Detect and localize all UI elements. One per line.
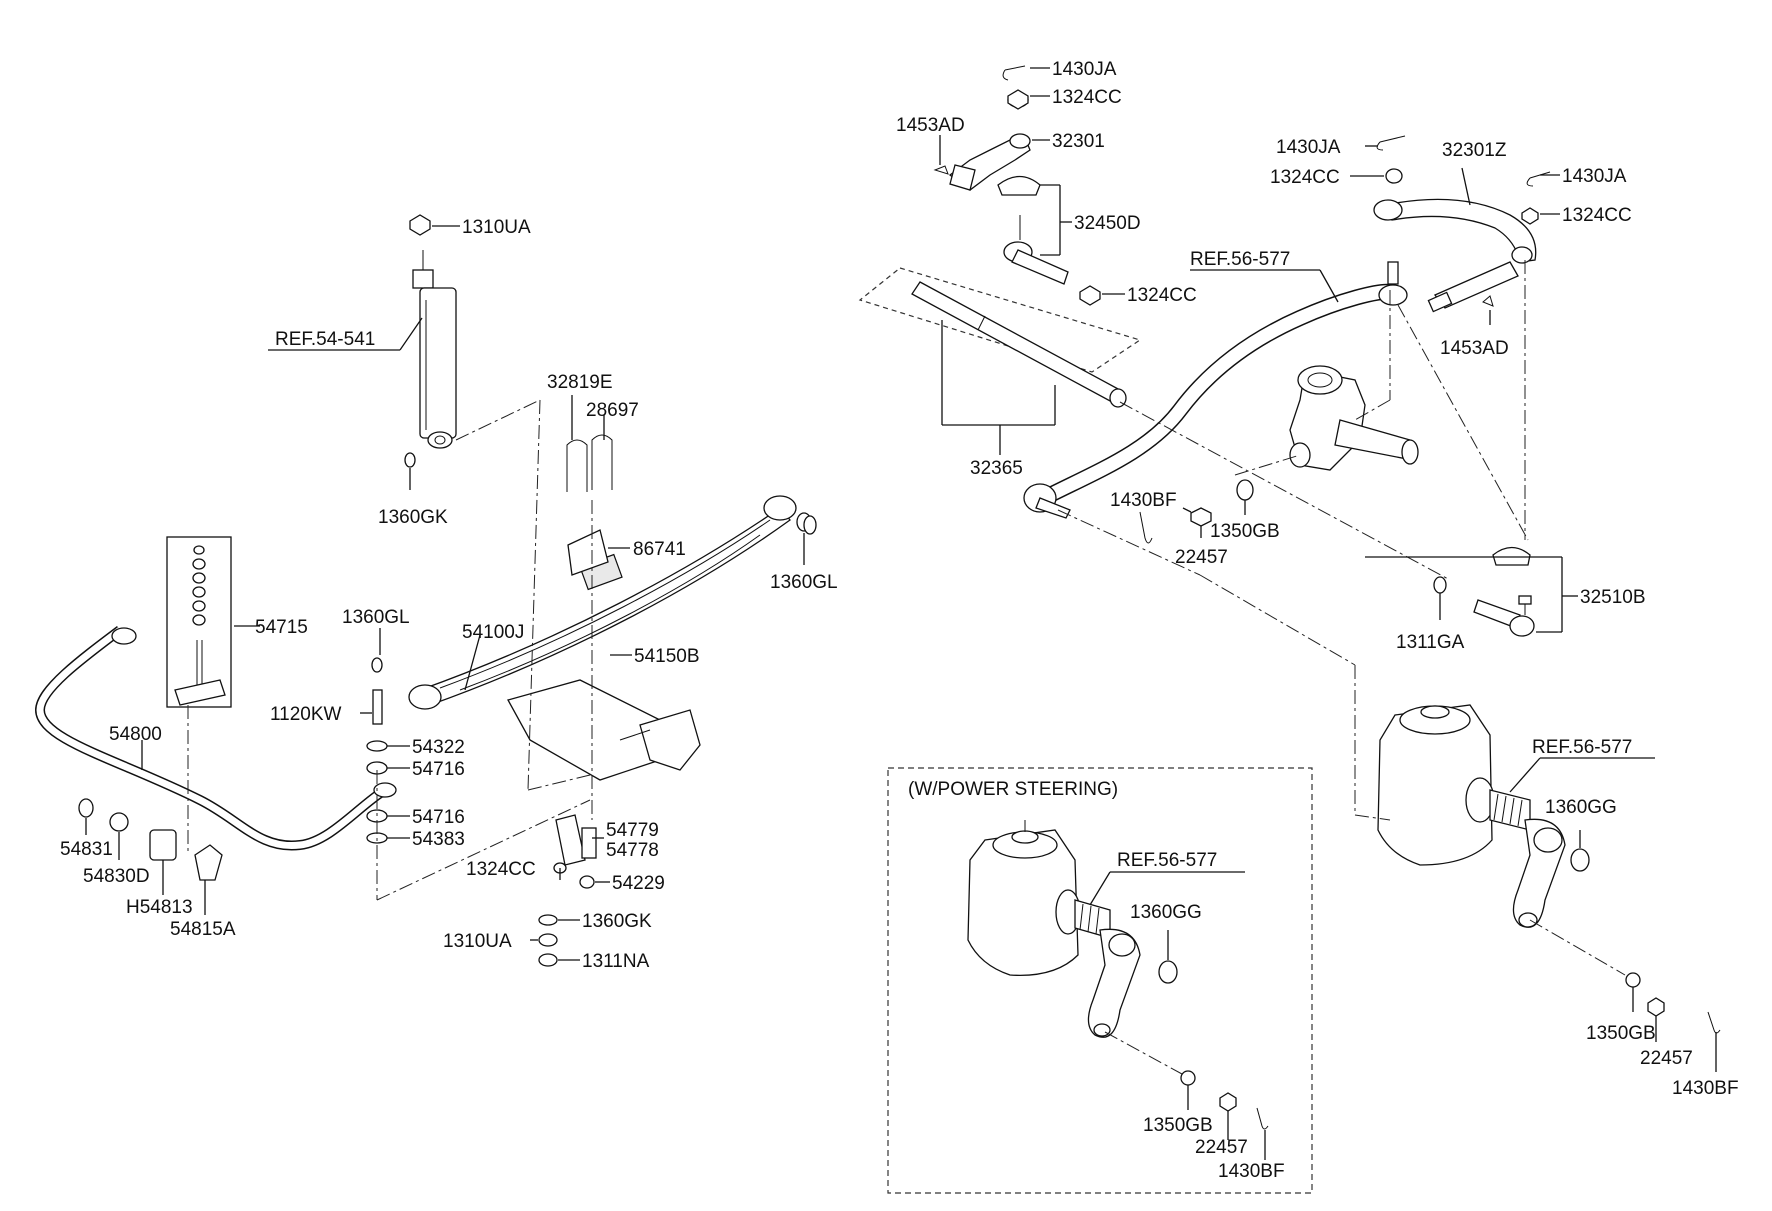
label-1350GB: 1350GB [1586, 1023, 1656, 1044]
label-1350GB: 1350GB [1143, 1115, 1213, 1136]
label-32301Z: 32301Z [1442, 140, 1507, 161]
label-1350GB: 1350GB [1210, 521, 1280, 542]
label-32510B: 32510B [1580, 587, 1646, 608]
shock-absorber [404, 214, 457, 468]
stabilizer-bar [34, 626, 397, 851]
label-54778: 54778 [606, 840, 659, 861]
label-1324CC: 1324CC [466, 859, 536, 880]
label-54779: 54779 [606, 820, 659, 841]
label-54715: 54715 [255, 617, 308, 638]
label-1311NA: 1311NA [582, 951, 650, 972]
label-1360GG: 1360GG [1130, 902, 1202, 923]
leader-lines [85, 67, 1717, 1160]
label-1360GL: 1360GL [770, 572, 838, 593]
label-22457: 22457 [1640, 1048, 1693, 1069]
part-labels: 1310UA REF.54-541 1360GK 32819E 28697 86… [60, 59, 1739, 1182]
label-32819E: 32819E [547, 372, 613, 393]
label-ref-56-577: REF.56-577 [1117, 850, 1217, 871]
u-bolts [566, 434, 613, 492]
label-22457: 22457 [1195, 1137, 1248, 1158]
label-1324CC: 1324CC [1270, 167, 1340, 188]
label-28697: 28697 [586, 400, 639, 421]
label-22457: 22457 [1175, 547, 1228, 568]
label-54229: 54229 [612, 873, 665, 894]
label-54150B: 54150B [634, 646, 700, 667]
label-1311GA: 1311GA [1396, 632, 1465, 653]
label-1310UA: 1310UA [443, 931, 512, 952]
label-1430JA: 1430JA [1276, 137, 1341, 158]
label-54100J: 54100J [462, 622, 524, 643]
tie-rod-end-left [933, 65, 1101, 306]
label-54800: 54800 [109, 724, 162, 745]
steering-knuckle [1289, 365, 1419, 471]
center-link [1023, 261, 1408, 519]
label-54716: 54716 [412, 807, 465, 828]
label-1453AD: 1453AD [896, 115, 965, 136]
link-kit [166, 536, 232, 708]
label-32450D: 32450D [1074, 213, 1141, 234]
label-1453AD: 1453AD [1440, 338, 1509, 359]
label-1324CC: 1324CC [1052, 87, 1122, 108]
label-1360GK: 1360GK [582, 911, 652, 932]
washers-middle [1139, 479, 1254, 544]
tie-rod-end-right [1373, 135, 1551, 313]
label-32365: 32365 [970, 458, 1023, 479]
label-86741: 86741 [633, 539, 686, 560]
label-ref-56-577: REF.56-577 [1190, 249, 1290, 270]
label-1430BF: 1430BF [1218, 1161, 1285, 1182]
label-1324CC: 1324CC [1562, 205, 1632, 226]
label-1120KW: 1120KW [270, 704, 342, 725]
tie-rod-tube [858, 267, 1142, 455]
label-1430BF: 1430BF [1110, 490, 1177, 511]
leaf-spring [408, 495, 812, 710]
label-1430JA: 1430JA [1052, 59, 1117, 80]
tie-rod-end-inner [1433, 546, 1535, 637]
label-ref-54-541: REF.54-541 [275, 329, 375, 350]
power-steering-box [887, 767, 1313, 1194]
label-1360GL: 1360GL [342, 607, 410, 628]
label-1430BF: 1430BF [1672, 1078, 1739, 1099]
label-54383: 54383 [412, 829, 465, 850]
label-54815A: 54815A [170, 919, 236, 940]
label-1360GK: 1360GK [378, 507, 448, 528]
label-1310UA: 1310UA [462, 217, 531, 238]
guide-lines-right [1057, 260, 1626, 976]
label-ref-56-577: REF.56-577 [1532, 737, 1632, 758]
label-1324CC: 1324CC [1127, 285, 1197, 306]
label-54716: 54716 [412, 759, 465, 780]
bushings-bottom-left [78, 798, 223, 881]
steering-gear-box [1377, 704, 1721, 1034]
label-1430JA: 1430JA [1562, 166, 1627, 187]
power-steering-label: (W/POWER STEERING) [908, 779, 1118, 800]
label-54830D: 54830D [83, 866, 150, 887]
label-H54813: H54813 [126, 897, 193, 918]
spring-seat-bracket [507, 679, 701, 781]
label-54831: 54831 [60, 839, 113, 860]
guide-lines-left [187, 399, 593, 901]
label-32301: 32301 [1052, 131, 1105, 152]
bracket-bottom [538, 814, 597, 967]
label-1360GG: 1360GG [1545, 797, 1617, 818]
label-54322: 54322 [412, 737, 465, 758]
